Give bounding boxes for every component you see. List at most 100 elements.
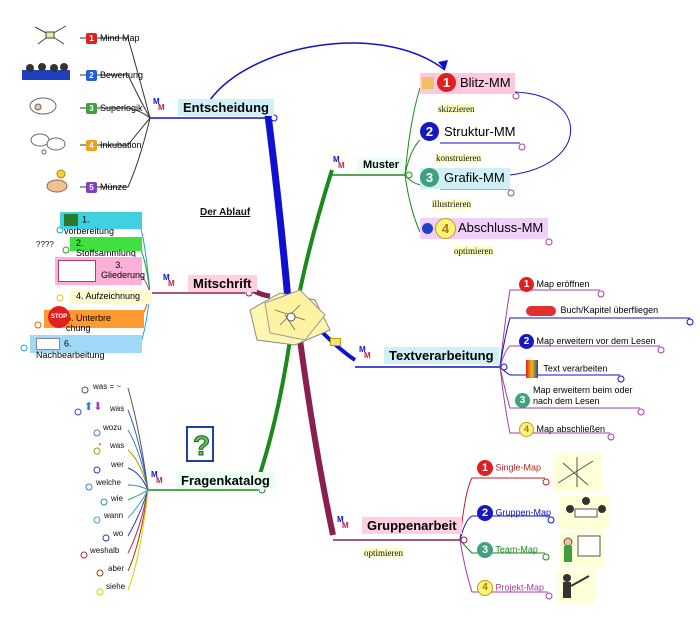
number-badge: 4 [435, 218, 456, 239]
item-label: 4. Aufzeichnung [76, 291, 141, 301]
frage-item[interactable]: wie [111, 494, 124, 503]
item-label: Blitz-MM [460, 75, 511, 90]
gruppe-item-2[interactable]: 2 Gruppen-Map [473, 503, 555, 523]
mitschrift-item-4[interactable]: 4. Aufzeichnung [70, 290, 152, 304]
audience-icon [22, 63, 70, 80]
text-item-2[interactable]: Buch/Kapitel überfliegen [522, 303, 662, 318]
topic-label: Gruppenarbeit [362, 516, 462, 534]
text-item-6[interactable]: 4 Map abschließen [515, 420, 609, 439]
number-badge: 2 [420, 122, 439, 141]
item-label: 2. Stoffsammlung [76, 238, 136, 258]
svg-text:?: ? [193, 430, 210, 461]
mitschrift-item-3[interactable]: 3. Gliederung [55, 257, 146, 285]
frage-item[interactable]: aber [108, 564, 125, 573]
gruppe-item-3[interactable]: 3 Team-Map [473, 540, 542, 560]
item-label: Map abschließen [536, 423, 606, 434]
text-item-4[interactable]: Text verarbeiten [522, 358, 611, 380]
note-optimieren-gruppe: optimieren [364, 548, 403, 558]
branch-gruppenarbeit [297, 339, 336, 536]
note-skizzieren: skizzieren [438, 104, 475, 114]
number-badge: 2 [86, 70, 97, 81]
group-meeting-icon [560, 495, 610, 529]
frage-item[interactable]: was [110, 404, 125, 413]
item-label: 3. Gliederung [101, 260, 146, 280]
note-illustrieren: illustrieren [432, 199, 471, 209]
number-badge: 1 [437, 73, 456, 92]
frage-item[interactable]: was = ~ [93, 382, 122, 391]
frage-item[interactable]: welche [96, 478, 121, 487]
item-label: Bewertung [100, 70, 144, 80]
topic-label: Mitschrift [188, 274, 257, 292]
muster-item-3[interactable]: 3 Grafik-MM [420, 168, 510, 189]
coin-hand-icon [46, 169, 68, 193]
thinking-person-icon [29, 97, 57, 115]
mitschrift-item-6[interactable]: 6. Nachbearbeitung [30, 335, 142, 360]
frage-item[interactable]: wer [111, 460, 124, 469]
gruppe-item-4[interactable]: 4 Projekt-Map [473, 578, 548, 598]
item-label: Inkubation [100, 140, 142, 150]
mitschrift-item-1[interactable]: 1. vorbereitung [60, 212, 142, 236]
question-marks: ???? [36, 240, 54, 249]
stop-sign-icon: STOP [48, 306, 70, 328]
item-label: Single-Map [495, 462, 542, 473]
topic-label: Muster [358, 158, 405, 172]
branch-fragenkatalog [256, 339, 292, 481]
item-label: Münze [100, 182, 128, 192]
branch-muster [296, 169, 334, 301]
number-badge: 4 [519, 422, 534, 437]
muster-item-4[interactable]: 4 Abschluss-MM [420, 218, 548, 239]
muster-item-2[interactable]: 2 Struktur-MM [420, 122, 520, 143]
mind-map-sketch-icon [34, 25, 67, 45]
up-down-arrows-icon: ⬆⬇ [84, 401, 103, 413]
project-pointer-icon [557, 570, 595, 604]
number-badge: 4 [86, 140, 97, 151]
number-badge: 3 [477, 542, 493, 558]
muster-item-1[interactable]: 1 Blitz-MM [420, 73, 515, 94]
gruppe-item-1[interactable]: 1 Single-Map [473, 458, 545, 478]
item-label: Abschluss-MM [458, 220, 544, 235]
topic-label: Textverarbeitung [384, 346, 499, 364]
number-badge: 3 [86, 103, 97, 114]
frage-item[interactable]: wann [104, 511, 124, 520]
clock-icon: ◔ [96, 440, 103, 451]
center-title: Der Ablauf [200, 207, 251, 218]
text-item-1[interactable]: 1 Map eröffnen [515, 275, 593, 294]
frage-item[interactable]: wo [113, 529, 124, 538]
frage-item[interactable]: siehe [106, 582, 126, 591]
note-optimieren: optimieren [454, 246, 493, 256]
item-label: Buch/Kapitel überfliegen [560, 305, 659, 315]
number-badge: 2 [477, 505, 493, 521]
mitschrift-item-2[interactable]: 2. Stoffsammlung [70, 237, 142, 258]
frage-item[interactable]: was [110, 441, 125, 450]
single-map-sketch-icon [553, 453, 601, 491]
number-badge: 1 [86, 33, 97, 44]
sketch-hand-icon [422, 77, 434, 89]
item-label: Projekt-Map [495, 582, 545, 593]
text-item-5[interactable]: 3 Map erweitern beim oder nach dem Lesen [515, 385, 633, 408]
item-label: Mind Map [100, 33, 140, 43]
frage-item[interactable]: wozu [103, 423, 122, 432]
branch-entscheidung [264, 114, 292, 301]
number-badge: 2 [519, 334, 534, 349]
person-at-desk-icon [36, 338, 60, 350]
text-item-3[interactable]: 2 Map erweitern vor dem Lesen [515, 332, 660, 351]
frage-item[interactable]: weshalb [90, 546, 120, 555]
number-badge: 1 [477, 460, 493, 476]
item-label: 6. Nachbearbeitung [36, 338, 105, 360]
number-badge: 4 [477, 580, 493, 596]
central-notes-image [249, 289, 331, 346]
